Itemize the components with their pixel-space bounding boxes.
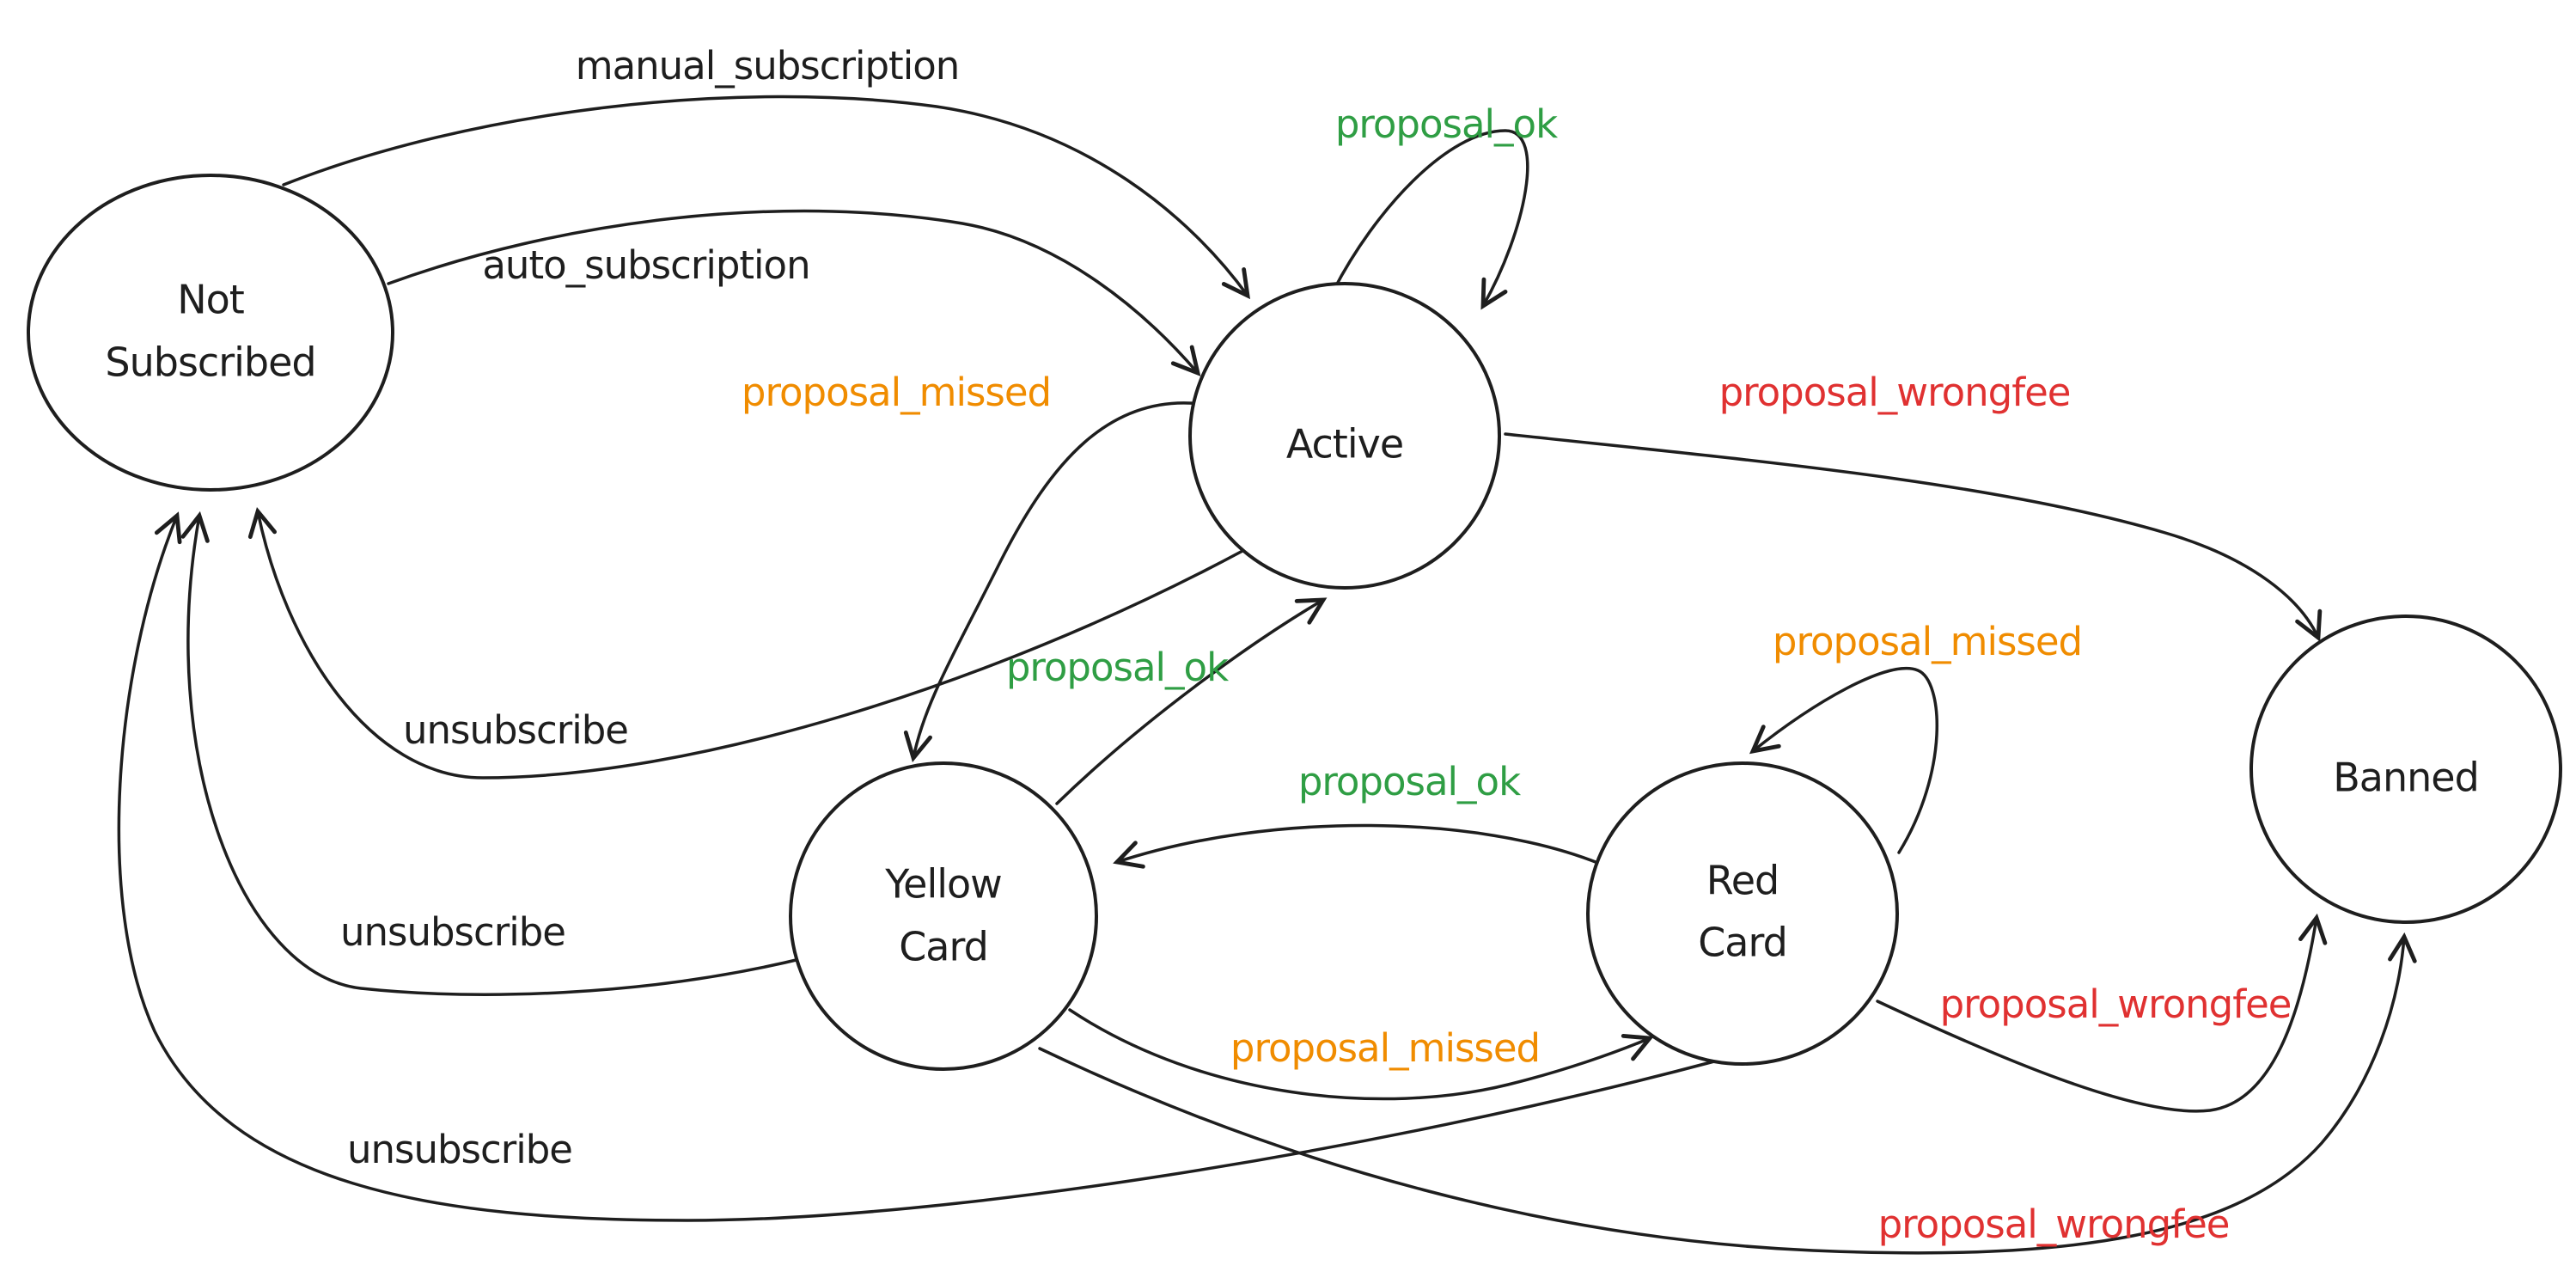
edge-red-selfloop	[1749, 666, 1938, 854]
edge-red-to-yellow	[1113, 823, 1602, 869]
node-yellow-card	[789, 761, 1098, 1071]
edge-label-proposal-missed-red-loop: proposal_missed	[1773, 619, 2082, 664]
edge-label-proposal-missed-yellow-red: proposal_missed	[1230, 1025, 1540, 1071]
edge-yellow-to-active	[1055, 597, 1328, 805]
node-label-not-subscribed-line2: Subscribed	[105, 339, 315, 386]
edge-label-proposal-wrongfee-active-banned: proposal_wrongfee	[1719, 370, 2071, 415]
node-label-yellow-card-line1: Yellow	[884, 861, 1002, 908]
edge-label-proposal-ok-yellow-active: proposal_ok	[1006, 645, 1229, 690]
edge-yellow-to-banned	[1038, 932, 2417, 1255]
edge-yellow-to-notsub	[180, 511, 805, 996]
node-active	[1188, 282, 1501, 590]
node-banned	[2249, 614, 2562, 924]
edges	[117, 95, 2417, 1255]
nodes: Not Subscribed Active Yellow Card Red Ca…	[27, 174, 2562, 1071]
node-label-red-card-line2: Card	[1698, 920, 1787, 966]
node-label-yellow-card-line2: Card	[899, 924, 988, 970]
edge-label-proposal-missed-active-yellow: proposal_missed	[742, 370, 1051, 415]
node-label-not-subscribed-line1: Not	[177, 277, 244, 323]
edge-label-manual-subscription: manual_subscription	[576, 43, 960, 89]
edge-label-unsubscribe-red: unsubscribe	[347, 1127, 572, 1172]
node-not-subscribed	[27, 174, 394, 492]
edge-active-to-banned	[1504, 432, 2323, 642]
edge-yellow-to-red	[1068, 1008, 1654, 1101]
node-label-red-card-line1: Red	[1706, 858, 1779, 904]
edge-label-proposal-ok-active-loop: proposal_ok	[1335, 101, 1558, 147]
node-label-active: Active	[1286, 421, 1403, 468]
edge-label-unsubscribe-active: unsubscribe	[403, 707, 628, 753]
edge-active-to-notsub	[247, 506, 1246, 780]
edge-labels: manual_subscription auto_subscription pr…	[340, 43, 2292, 1247]
edge-notsub-to-active-auto	[387, 209, 1201, 376]
edge-active-to-yellow	[903, 401, 1203, 763]
node-red-card	[1586, 761, 1899, 1066]
edge-label-proposal-ok-red-yellow: proposal_ok	[1298, 759, 1521, 804]
edge-active-selfloop	[1332, 129, 1529, 310]
edge-notsub-to-active-manual	[282, 95, 1251, 300]
edge-label-proposal-wrongfee-red-banned: proposal_wrongfee	[1940, 981, 2292, 1027]
edge-label-unsubscribe-yellow: unsubscribe	[340, 909, 565, 955]
edge-red-to-notsub	[117, 511, 1716, 1222]
node-label-banned: Banned	[2333, 755, 2479, 801]
edge-label-proposal-wrongfee-yellow-banned: proposal_wrongfee	[1878, 1201, 2230, 1247]
edge-label-auto-subscription: auto_subscription	[482, 242, 809, 288]
edge-red-to-banned	[1876, 913, 2328, 1113]
